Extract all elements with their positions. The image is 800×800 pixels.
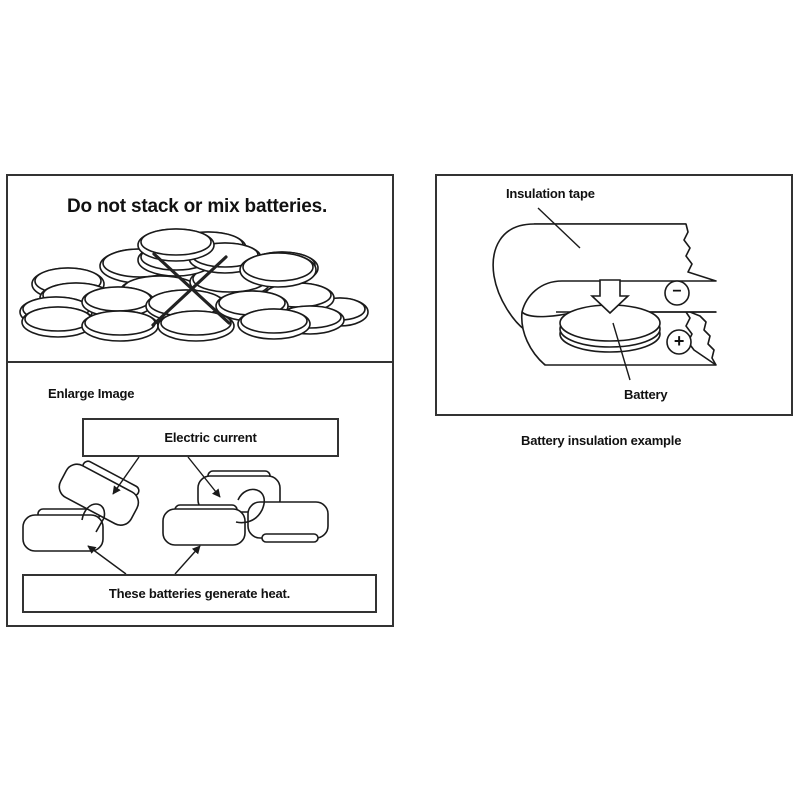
minus-symbol: − (672, 283, 682, 300)
short-circuit-batteries-illustration (22, 456, 329, 575)
insulation-tape-illustration (492, 207, 717, 381)
heat-label: These batteries generate heat. (108, 586, 291, 601)
heat-label-box: These batteries generate heat. (22, 574, 377, 613)
insulation-caption: Battery insulation example (521, 433, 682, 448)
electric-current-label: Electric current (164, 430, 257, 445)
down-arrow-icon (589, 279, 631, 315)
prohibited-x-icon (151, 252, 231, 327)
stacked-batteries-illustration (19, 228, 369, 342)
minus-terminal-icon (664, 280, 690, 306)
panel-divider (6, 361, 394, 363)
plus-terminal-icon (666, 329, 692, 355)
stack-warning-title: Do not stack or mix batteries. (66, 196, 328, 217)
enlarge-image-heading: Enlarge Image (48, 386, 135, 401)
battery-label: Battery (624, 387, 668, 402)
plus-symbol: + (673, 331, 685, 351)
insulation-tape-label: Insulation tape (506, 186, 595, 201)
electric-current-label-box: Electric current (82, 418, 339, 457)
